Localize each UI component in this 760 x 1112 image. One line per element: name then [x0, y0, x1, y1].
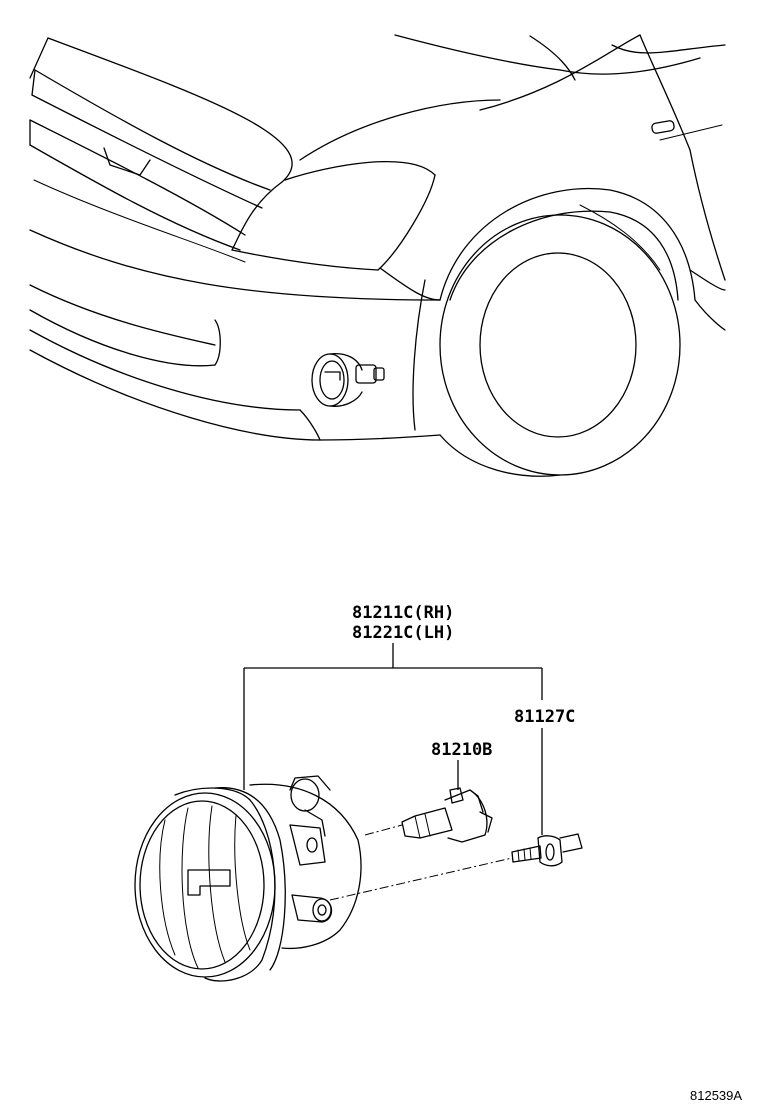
part-label-fog-lamp-rh: 81211C(RH): [352, 603, 454, 623]
leader-fog-lamp: [243, 643, 542, 790]
fog-lamp-housing: [174, 775, 362, 982]
vehicle-front-illustration: [29, 34, 726, 477]
illustration-reference-number: 812539A: [690, 1088, 742, 1103]
part-label-screw: 81127C: [514, 707, 575, 727]
fog-lamp-exploded-view: [134, 643, 583, 982]
fog-lamp-location: [311, 352, 385, 407]
front-wheel: [439, 187, 726, 477]
grille: [29, 69, 271, 263]
front-bumper: [29, 229, 441, 441]
mounting-screw: [511, 833, 583, 867]
part-label-bulb: 81210B: [431, 740, 492, 760]
fog-lamp-bulb: [401, 787, 493, 843]
part-label-fog-lamp-lh: 81221C(LH): [352, 623, 454, 643]
fog-lamp-lens: [134, 792, 276, 978]
